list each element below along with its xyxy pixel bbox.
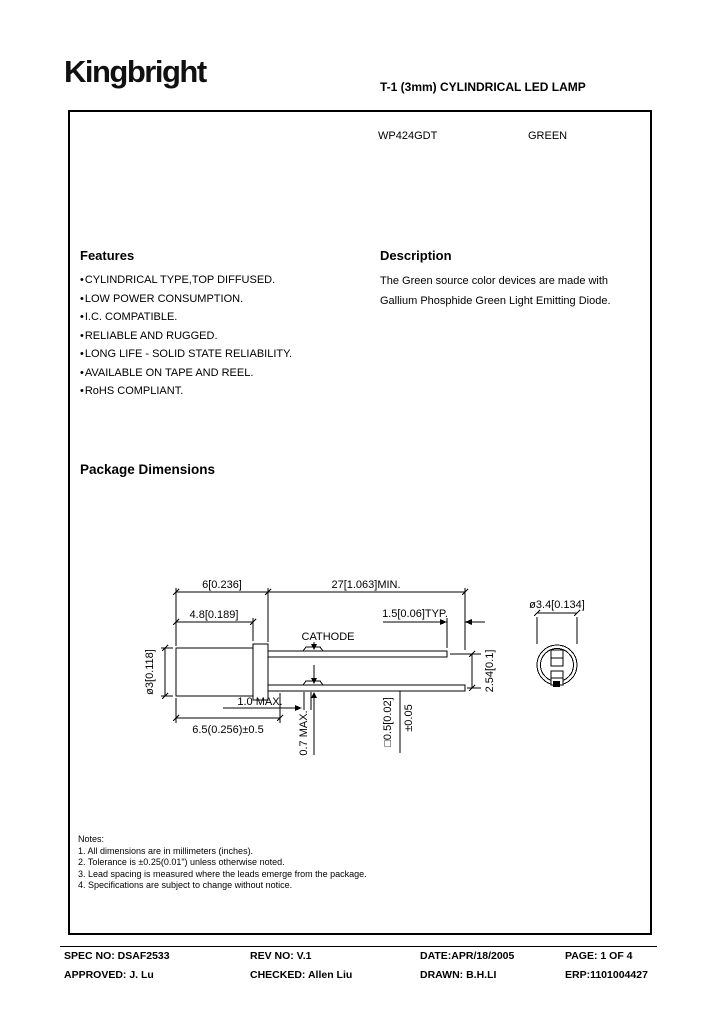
- feature-item: LONG LIFE - SOLID STATE RELIABILITY.: [80, 345, 370, 364]
- led-flange: [252, 643, 269, 701]
- description-line: Gallium Phosphide Green Light Emitting D…: [380, 295, 611, 307]
- lead-top: [267, 650, 448, 658]
- feature-item: RELIABLE AND RUGGED.: [80, 327, 370, 346]
- dim-tol-label: ±0.05: [403, 704, 415, 731]
- footer-approved: APPROVED: J. Lu: [64, 969, 154, 981]
- lead-bottom-crimp: [302, 680, 324, 686]
- note-line: 1. All dimensions are in millimeters (in…: [78, 845, 254, 856]
- dim-1-5-label: 1.5[0.06]TYP.: [382, 608, 448, 620]
- note-line: 2. Tolerance is ±0.25(0.01") unless othe…: [78, 857, 285, 867]
- feature-item: CYLINDRICAL TYPE,TOP DIFFUSED.: [80, 271, 370, 290]
- led-body: [175, 647, 254, 697]
- description-line: The Green source color devices are made …: [380, 275, 609, 287]
- cathode-label: CATHODE: [302, 631, 355, 643]
- features-title: Features: [80, 248, 135, 263]
- footer-date: DATE:APR/18/2005: [420, 950, 515, 962]
- lead-top-crimp: [302, 646, 324, 652]
- features-list: CYLINDRICAL TYPE,TOP DIFFUSED.LOW POWER …: [80, 271, 370, 401]
- footer-checked: CHECKED: Allen Liu: [250, 969, 353, 981]
- package-dimensions-title: Package Dimensions: [80, 462, 216, 477]
- description-title: Description: [380, 248, 452, 263]
- dim-4-8-label: 4.8[0.189]: [190, 609, 239, 621]
- dim-6-5-label: 6.5(0.256)±0.5: [192, 724, 263, 736]
- feature-item: LOW POWER CONSUMPTION.: [80, 290, 370, 309]
- feature-item: I.C. COMPATIBLE.: [80, 308, 370, 327]
- description-text: The Green source color devices are made …: [380, 271, 642, 311]
- part-number: WP424GDT: [378, 130, 438, 142]
- dim-6-label: 6[0.236]: [202, 579, 242, 591]
- footer-drawn: DRAWN: B.H.LI: [420, 969, 497, 981]
- description-section: Description The Green source color devic…: [380, 248, 642, 311]
- notes-title: Notes:: [78, 834, 105, 844]
- dim-2-54-label: 2.54[0.1]: [484, 650, 496, 693]
- part-color: GREEN: [528, 130, 568, 142]
- note-line: 3. Lead spacing is measured where the le…: [78, 868, 367, 879]
- package-drawing: 6[0.236] 27[1.063]MIN. 4.8[0.189] 1.5[0.…: [144, 579, 585, 756]
- footer-spec-no: SPEC NO: DSAF2533: [64, 950, 170, 962]
- footer-rev-no: REV NO: V.1: [250, 950, 312, 962]
- dia-3-label: ø3[0.118]: [144, 649, 156, 695]
- features-section: Features CYLINDRICAL TYPE,TOP DIFFUSED.L…: [80, 248, 370, 401]
- notes-section: Notes: 1. All dimensions are in millimet…: [78, 834, 367, 892]
- dia-3-4-label: ø3.4[0.134]: [529, 599, 585, 611]
- feature-item: RoHS COMPLIANT.: [80, 382, 370, 401]
- lead-bottom: [267, 684, 466, 692]
- footer-erp: ERP:1101004427: [565, 969, 648, 981]
- dim-sq-label: □0.5[0.02]: [382, 697, 394, 746]
- footer-page: PAGE: 1 OF 4: [565, 950, 633, 962]
- dim-27-label: 27[1.063]MIN.: [331, 579, 400, 591]
- footer-divider: [60, 946, 657, 947]
- notes-list: 1. All dimensions are in millimeters (in…: [78, 846, 367, 892]
- kingbright-logo: Kingbright: [64, 54, 207, 89]
- dim-1-0-label: 1.0 MAX.: [237, 696, 282, 708]
- doc-title: T-1 (3mm) CYLINDRICAL LED LAMP: [380, 80, 586, 94]
- content-border-box: WP424GDT GREEN Features CYLINDRICAL TYPE…: [68, 110, 652, 935]
- end-view-flat-mark: [553, 681, 560, 687]
- note-line: 4. Specifications are subject to change …: [78, 880, 293, 890]
- feature-item: AVAILABLE ON TAPE AND REEL.: [80, 364, 370, 383]
- dim-0-7-label: 0.7 MAX.: [298, 710, 310, 755]
